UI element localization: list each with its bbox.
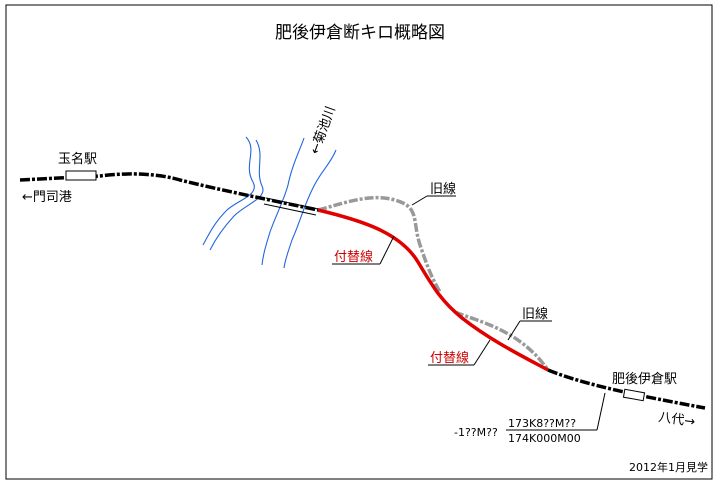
tamana-station-label: 玉名駅 — [58, 151, 97, 167]
km-lower: 174K000M00 — [508, 432, 581, 445]
old-line — [317, 195, 550, 372]
direction-mojiko: ←門司港 — [22, 190, 72, 205]
direction-yatsushiro: 八代→ — [657, 410, 696, 430]
tamana-station-box — [65, 170, 97, 181]
old-line-upper-section — [317, 195, 442, 293]
km-marker-leader — [596, 392, 606, 431]
new-line — [317, 208, 549, 372]
river-left-bank — [202, 136, 255, 246]
old-line-upper-leader — [411, 195, 428, 206]
old-line-upper-label: 旧線 — [430, 181, 456, 197]
km-left: -1??M?? — [454, 426, 498, 439]
main-line-west — [19, 172, 319, 212]
river-right-bank-2 — [283, 149, 337, 269]
new-line-upper-label: 付替線 — [334, 249, 373, 265]
new-line-lower-leader — [473, 339, 491, 366]
new-line-path — [317, 208, 549, 372]
river-group — [202, 136, 337, 269]
river-left-bank-2 — [209, 139, 264, 251]
old-line-lower-section — [454, 310, 550, 372]
main-line — [19, 172, 706, 410]
higo-ikura-station-label: 肥後伊倉駅 — [612, 372, 677, 387]
higo-ikura-station-box — [622, 388, 646, 402]
page-title: 肥後伊倉断キロ概略図 — [275, 23, 445, 43]
main-line-east — [547, 368, 706, 410]
bridge — [263, 197, 319, 216]
new-line-lower-label: 付替線 — [430, 350, 469, 366]
old-line-lower-label: 旧線 — [522, 306, 548, 322]
frame-border — [5, 4, 713, 480]
km-upper: 173K8??M?? — [508, 417, 576, 430]
river-label: ←菊池川 — [308, 104, 339, 156]
footer-note: 2012年1月見学 — [629, 460, 708, 474]
new-line-upper-leader — [379, 235, 395, 265]
old-line-lower-leader — [507, 320, 521, 341]
